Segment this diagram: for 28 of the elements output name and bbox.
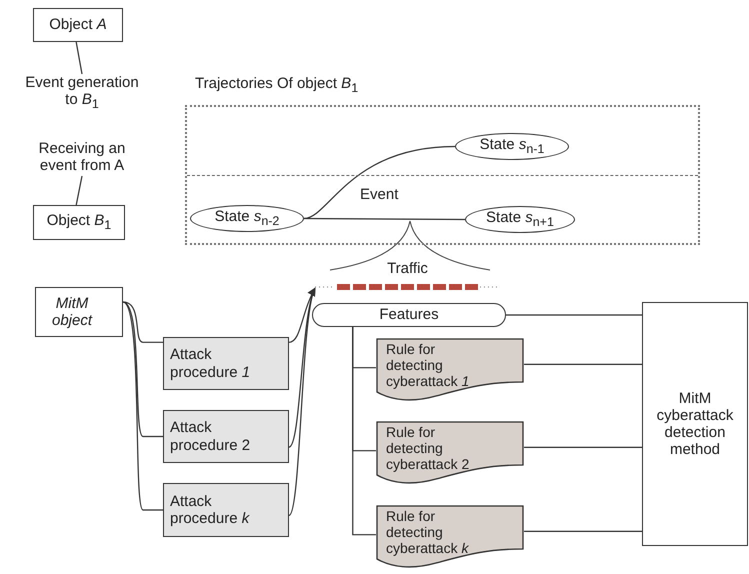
connector-line bbox=[122, 302, 163, 511]
connector-line bbox=[352, 327, 376, 536]
arrow bbox=[288, 287, 317, 516]
connector-line bbox=[524, 364, 642, 365]
object-box: Object A bbox=[33, 8, 123, 42]
connector-line bbox=[76, 42, 83, 74]
connector-line bbox=[506, 314, 642, 316]
object-box: Object B$_{1}$ bbox=[33, 205, 125, 240]
connector-line bbox=[122, 301, 163, 343]
state-ellipse: State s$_{n-1}$ bbox=[455, 133, 569, 160]
connector-line bbox=[524, 446, 642, 448]
connector-line bbox=[304, 146, 456, 220]
event-text: Receiving an event from A bbox=[20, 138, 144, 176]
procedure-box: Attack procedure 1 bbox=[163, 337, 289, 390]
panel-title: Trajectories Of object B$_{1}$ bbox=[195, 75, 358, 96]
connector-line bbox=[524, 530, 642, 532]
connector-line bbox=[122, 301, 163, 438]
connector-line bbox=[76, 176, 83, 206]
procedure-box: Attack procedure k bbox=[163, 483, 289, 537]
object-box: MitM object bbox=[35, 287, 123, 337]
event-text: Event generation to B$_{1}$ bbox=[20, 74, 144, 112]
features-box: Features bbox=[312, 303, 506, 327]
connector-line bbox=[304, 218, 465, 220]
state-ellipse: State s$_{n+1}$ bbox=[465, 206, 575, 233]
procedure-box: Attack procedure 2 bbox=[163, 410, 289, 463]
method-box: MitM cyberattack detection method bbox=[642, 302, 748, 546]
state-ellipse: State s$_{n-2}$ bbox=[190, 205, 304, 232]
traffic-label: Traffic bbox=[386, 260, 429, 278]
